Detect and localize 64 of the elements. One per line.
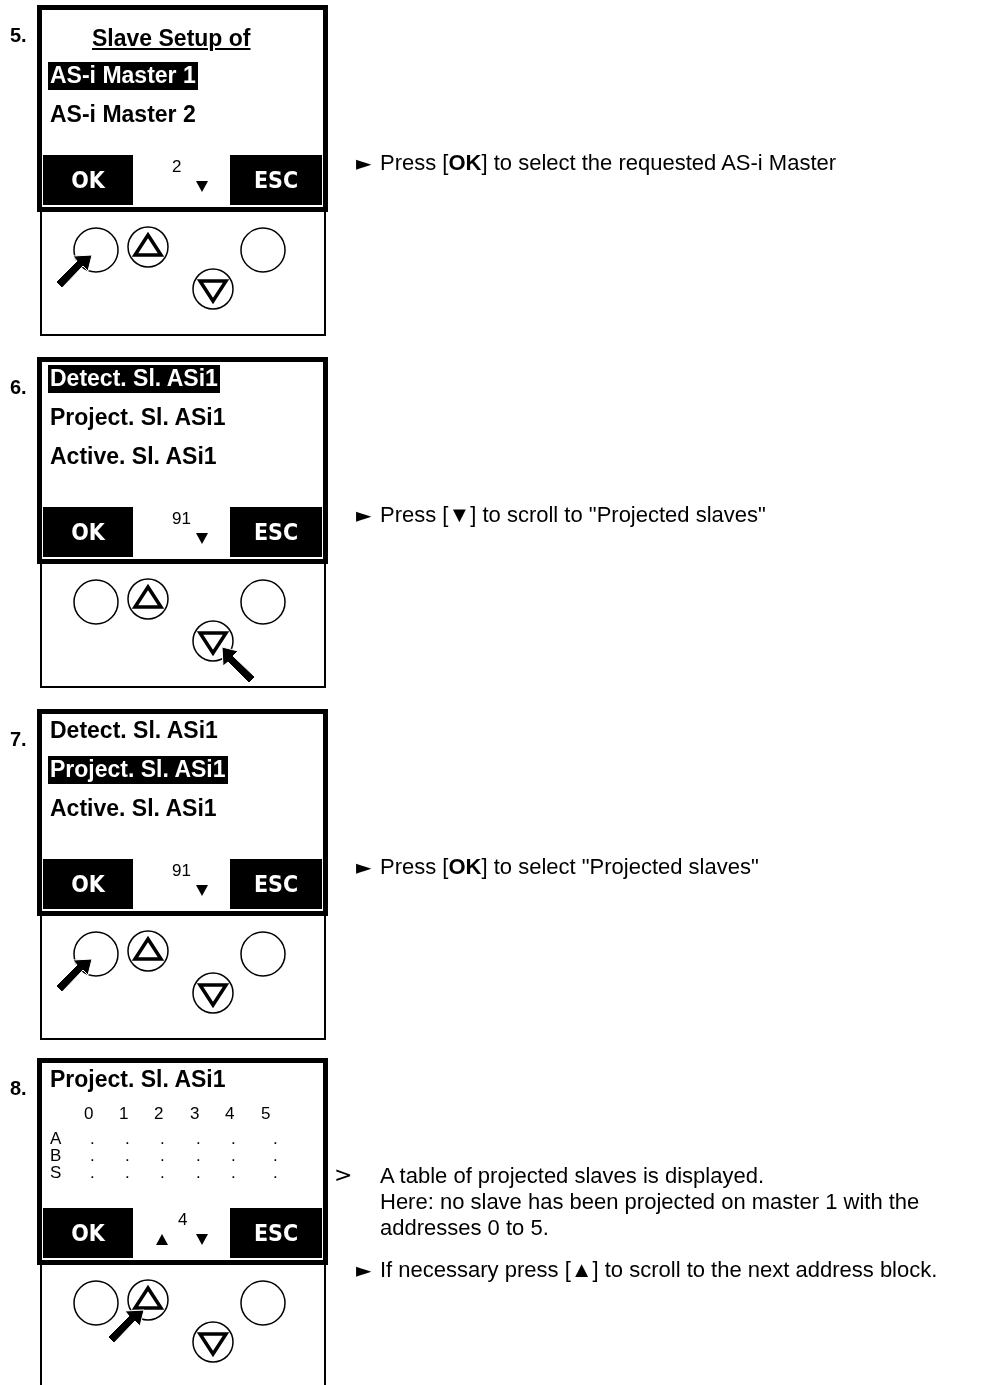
instruction-text: Press [OK] to select the requested AS-i Master xyxy=(380,150,837,176)
softkey: OK xyxy=(43,507,133,557)
instruction-text: A table of projected slaves is displayed. xyxy=(380,1163,764,1189)
table-cell: . xyxy=(90,1164,95,1182)
highlighted-menu-item: Detect. Sl. ASi1 xyxy=(48,365,220,393)
step-number: 8. xyxy=(10,1076,27,1100)
row-header: S xyxy=(50,1164,62,1182)
table-cell: . xyxy=(90,1147,95,1165)
column-header: 3 xyxy=(190,1105,200,1123)
instruction-text: Press [OK] to select "Projected slaves" xyxy=(380,854,759,880)
table-cell: . xyxy=(196,1147,201,1165)
menu-item: AS-i Master 2 xyxy=(49,101,197,129)
table-cell: . xyxy=(273,1130,278,1148)
instruction-text: Press [▼] to scroll to "Projected slaves" xyxy=(380,502,766,528)
table-cell: . xyxy=(273,1147,278,1165)
bullet-marker: > xyxy=(334,1161,353,1189)
softkey: ESC xyxy=(230,859,322,909)
row-header: A xyxy=(50,1130,62,1148)
table-cell: . xyxy=(196,1130,201,1148)
menu-item: Detect. Sl. ASi1 xyxy=(49,717,219,745)
menu-item: Project. Sl. ASi1 xyxy=(49,1066,227,1094)
counter-value: 91 xyxy=(172,509,191,530)
column-header: 4 xyxy=(225,1105,235,1123)
counter-value: 91 xyxy=(172,861,191,882)
menu-item: Active. Sl. ASi1 xyxy=(49,795,218,823)
step-number: 6. xyxy=(10,375,27,399)
step-number: 5. xyxy=(10,23,27,47)
menu-item: Project. Sl. ASi1 xyxy=(49,404,227,432)
menu-item: Active. Sl. ASi1 xyxy=(49,443,218,471)
bullet-marker: ► xyxy=(356,502,372,529)
softkey: OK xyxy=(43,859,133,909)
table-cell: . xyxy=(160,1130,165,1148)
table-cell: . xyxy=(160,1147,165,1165)
row-header: B xyxy=(50,1147,62,1165)
instruction-text: Here: no slave has been projected on master 1 with the addresses 0 to 5. xyxy=(380,1189,921,1241)
highlighted-menu-item: AS-i Master 1 xyxy=(48,62,198,90)
table-cell: . xyxy=(231,1130,236,1148)
column-header: 0 xyxy=(84,1105,94,1123)
step-number: 7. xyxy=(10,727,27,751)
softkey: ESC xyxy=(230,155,322,205)
highlighted-menu-item: Project. Sl. ASi1 xyxy=(48,756,228,784)
counter-value: 2 xyxy=(172,157,182,178)
table-cell: . xyxy=(231,1147,236,1165)
table-cell: . xyxy=(125,1164,130,1182)
table-cell: . xyxy=(273,1164,278,1182)
table-cell: . xyxy=(125,1147,130,1165)
bullet-marker: ► xyxy=(356,854,372,881)
table-cell: . xyxy=(125,1130,130,1148)
table-cell: . xyxy=(231,1164,236,1182)
bullet-marker: ► xyxy=(356,150,372,177)
table-cell: . xyxy=(90,1130,95,1148)
softkey: OK xyxy=(43,1208,133,1258)
column-header: 2 xyxy=(154,1105,164,1123)
table-cell: . xyxy=(160,1164,165,1182)
screen-title: Slave Setup of xyxy=(92,25,251,53)
counter-value: 4 xyxy=(178,1210,188,1231)
instruction-text: If necessary press [▲] to scroll to the next address block. xyxy=(380,1257,939,1283)
table-cell: . xyxy=(196,1164,201,1182)
column-header: 1 xyxy=(119,1105,129,1123)
bullet-marker: ► xyxy=(356,1257,372,1284)
softkey: ESC xyxy=(230,507,322,557)
softkey: OK xyxy=(43,155,133,205)
softkey: ESC xyxy=(230,1208,322,1258)
column-header: 5 xyxy=(261,1105,271,1123)
